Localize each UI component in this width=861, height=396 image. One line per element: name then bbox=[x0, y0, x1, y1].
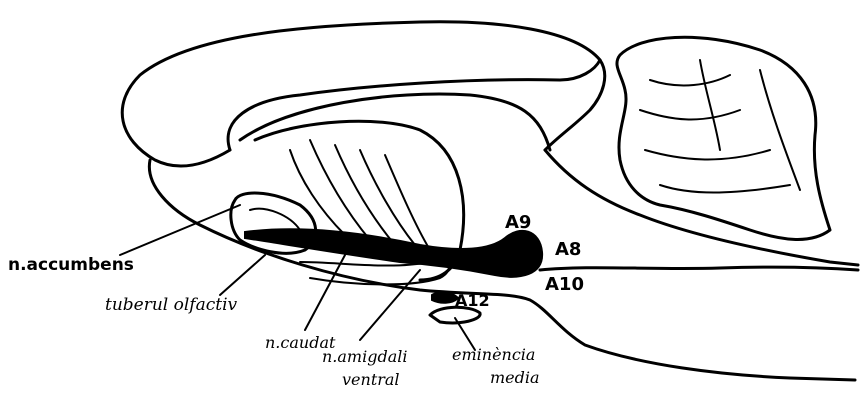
cerebellum bbox=[617, 37, 830, 239]
label-eminentia: eminència bbox=[452, 345, 535, 364]
cerebellum-folia bbox=[640, 60, 800, 193]
label-a12: A12 bbox=[455, 291, 490, 310]
brainstem-lower bbox=[540, 267, 858, 270]
label-tuberul-olfactiv: tuberul olfactiv bbox=[105, 295, 238, 315]
label-a10: A10 bbox=[545, 274, 584, 295]
label-n-amigdali: n.amigdali bbox=[322, 347, 407, 366]
brainstem bbox=[545, 150, 858, 265]
label-media: media bbox=[490, 368, 540, 387]
label-a9: A9 bbox=[505, 212, 531, 233]
label-ventral: ventral bbox=[342, 370, 400, 389]
label-a8: A8 bbox=[555, 239, 581, 260]
cortex-inner-line-2 bbox=[240, 94, 550, 150]
label-n-accumbens: n.accumbens bbox=[8, 255, 134, 275]
brain-outline bbox=[122, 22, 855, 380]
